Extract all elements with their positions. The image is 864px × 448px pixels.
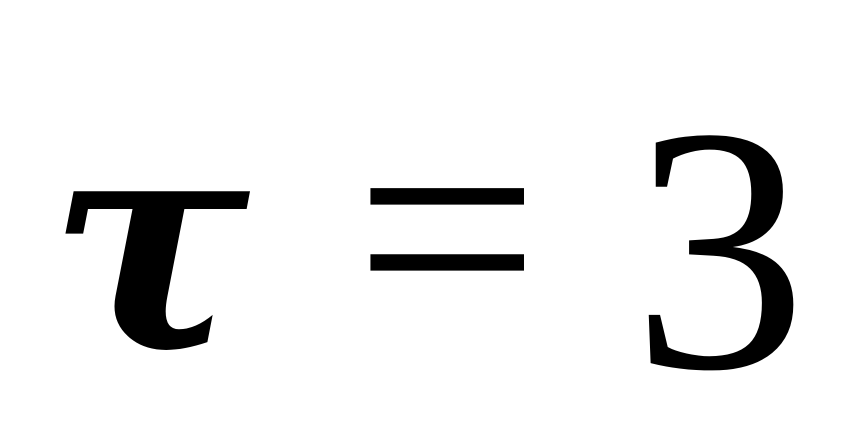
equals-sign: = (354, 46, 541, 411)
tau-symbol: τ (48, 65, 250, 418)
value-three: 3 (632, 55, 807, 443)
